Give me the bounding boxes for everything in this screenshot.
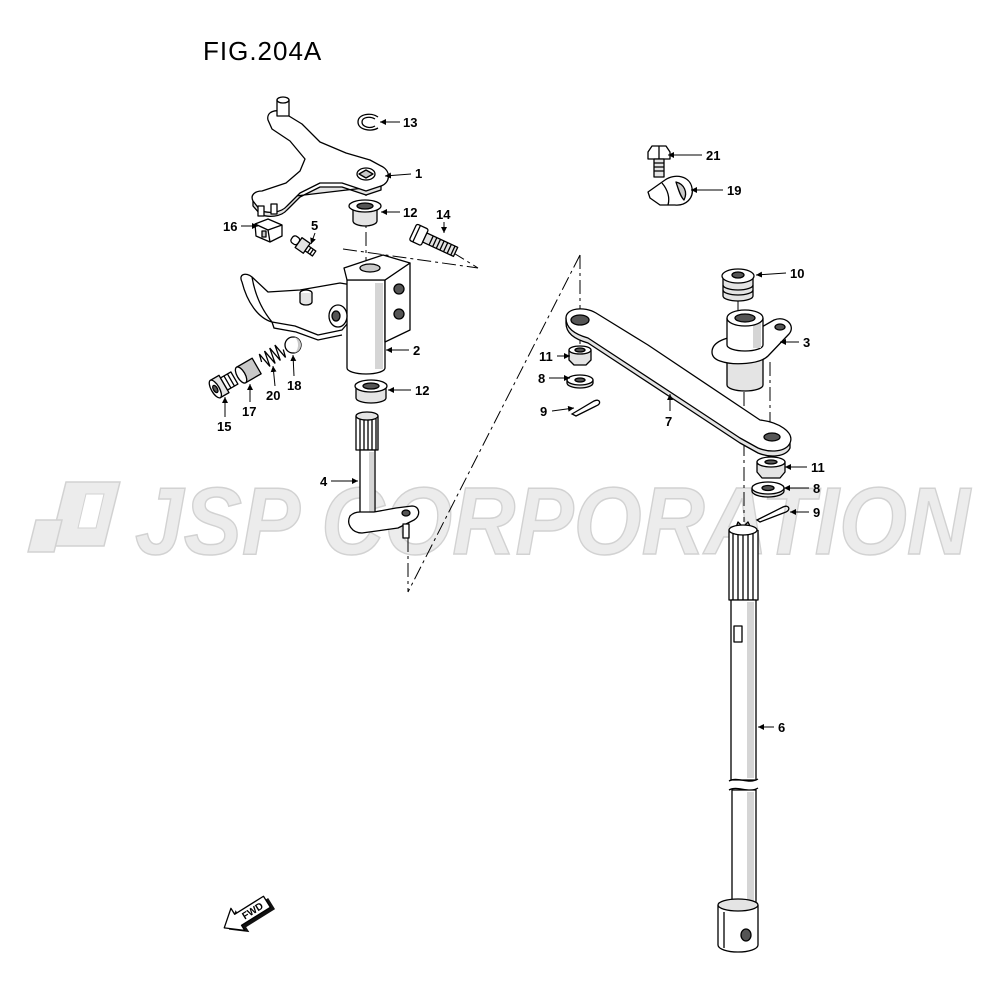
part-11-nut-right	[756, 456, 786, 479]
part-12-bushing-upper	[348, 199, 382, 227]
part-17-plunger	[234, 357, 262, 384]
callout-9-left: 9	[540, 404, 547, 419]
part-19-clamp	[647, 175, 693, 206]
part-15-plug	[208, 371, 239, 399]
part-8-washer-left	[566, 374, 594, 389]
callout-18: 18	[287, 378, 301, 393]
callout-3: 3	[803, 335, 810, 350]
callout-7: 7	[665, 414, 672, 429]
callout-21: 21	[706, 148, 720, 163]
part-20-spring	[258, 344, 287, 367]
callout-11-left: 11	[539, 349, 553, 364]
callout-6: 6	[778, 720, 785, 735]
callout-13: 13	[403, 115, 417, 130]
part-9-cotter-pin-right	[755, 505, 790, 523]
callout-8-left: 8	[538, 371, 545, 386]
callout-20: 20	[266, 388, 280, 403]
callout-16: 16	[223, 219, 237, 234]
callout-12-upper: 12	[403, 205, 417, 220]
callout-14: 14	[436, 207, 451, 222]
part-13-e-clip	[357, 113, 379, 131]
callout-17: 17	[242, 404, 256, 419]
part-7-link-arm	[565, 308, 792, 457]
part-8-washer-right	[751, 481, 785, 498]
callout-8-right: 8	[813, 481, 820, 496]
part-5-grease-nipple	[290, 235, 317, 257]
callout-leaders	[222, 119, 809, 730]
figure-title: FIG.204A	[203, 36, 322, 66]
callout-19: 19	[727, 183, 741, 198]
part-2-housing	[240, 254, 411, 375]
callout-10: 10	[790, 266, 804, 281]
part-14-bolt	[409, 223, 459, 258]
callout-1: 1	[415, 166, 422, 181]
callout-2: 2	[413, 343, 420, 358]
callout-11-right: 11	[811, 460, 825, 475]
part-11-nut-left	[568, 345, 592, 366]
callout-numbers: 13 1 12 14 16 5 2 12 15 17 20 18 4 21 19…	[217, 115, 825, 735]
callout-9-right: 9	[813, 505, 820, 520]
part-6-shift-rod	[717, 521, 759, 953]
watermark: JSP CORPORATION	[27, 467, 972, 576]
part-21-bolt	[647, 145, 671, 178]
watermark-text: JSP CORPORATION	[135, 468, 972, 575]
fwd-arrow-icon: FWD	[223, 895, 276, 933]
callout-15: 15	[217, 419, 231, 434]
part-4-shift-shaft	[348, 411, 420, 539]
callout-12-lower: 12	[415, 383, 429, 398]
callout-5: 5	[311, 218, 318, 233]
part-12-bushing-lower	[354, 379, 388, 404]
part-3-coupling	[711, 309, 792, 392]
callout-4: 4	[320, 474, 328, 489]
watermark-logo	[27, 481, 121, 553]
part-10-plug	[721, 268, 755, 302]
part-9-cotter-pin-left	[570, 399, 601, 417]
part-1-lever-plate	[251, 96, 390, 217]
part-18-ball	[284, 336, 302, 354]
part-16-clip	[254, 218, 283, 243]
